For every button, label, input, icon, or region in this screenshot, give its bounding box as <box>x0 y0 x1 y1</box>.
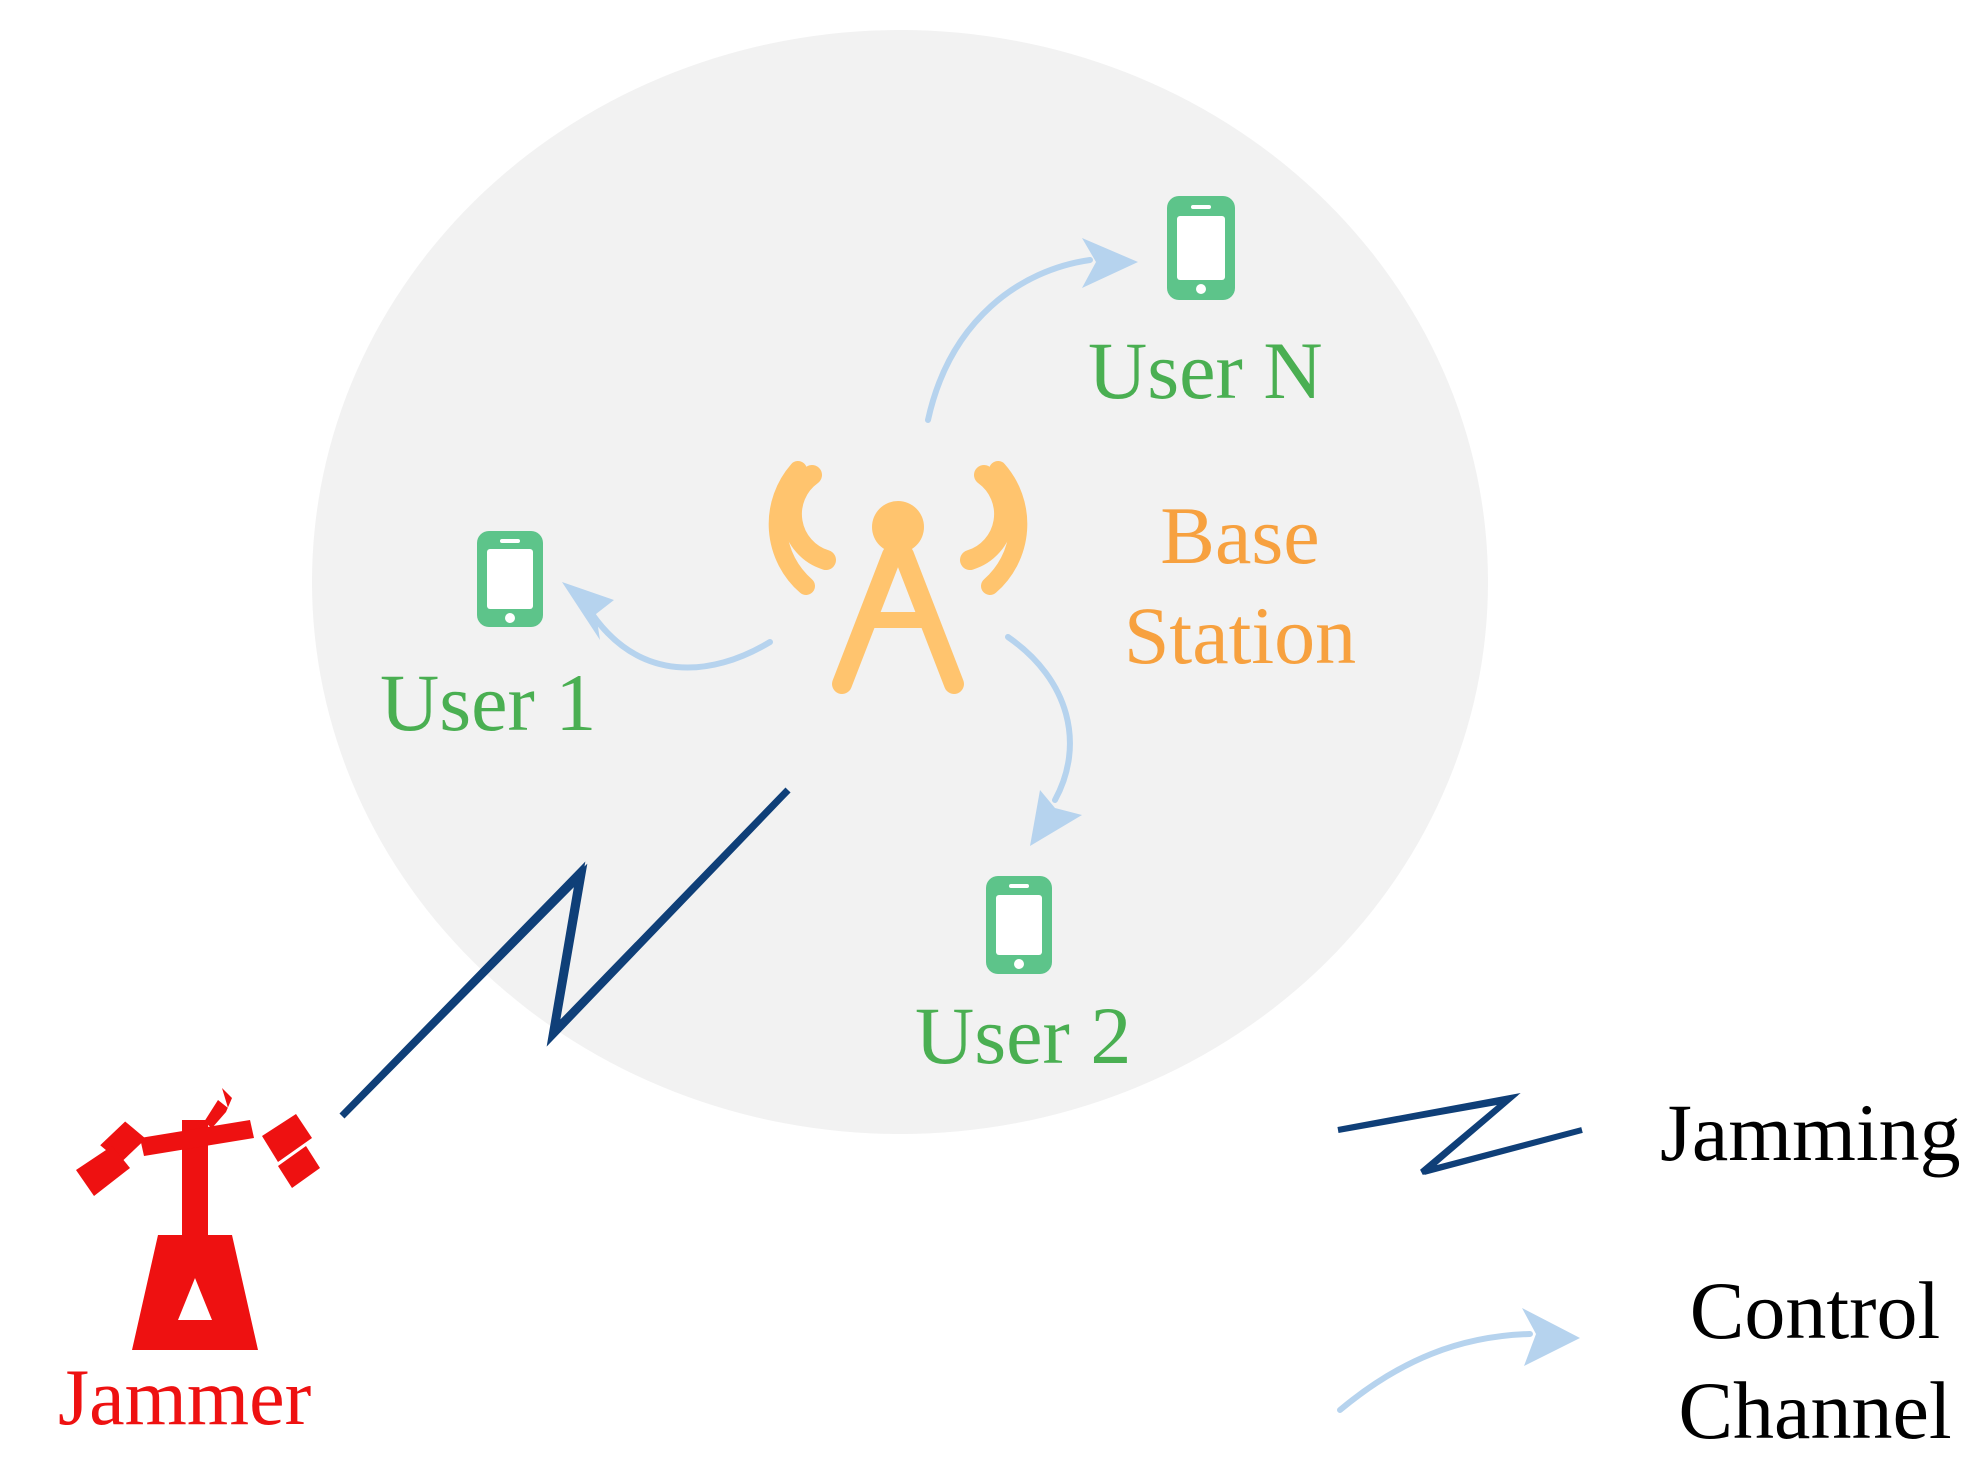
curved-arrow-icon <box>1337 1331 1533 1413</box>
control-channel-arrows <box>589 257 1093 803</box>
user-1-label: User 1 <box>380 657 597 748</box>
arrowhead-user-2 <box>1030 790 1082 846</box>
control-arrow-to-user-n <box>925 257 1093 423</box>
cell-tower-icon <box>768 461 1028 694</box>
legend-control-label-line1: Control <box>1689 1265 1941 1356</box>
user-2-label: User 2 <box>915 990 1132 1081</box>
jammer-antenna-icon <box>76 1088 320 1350</box>
arrowhead-user-n <box>1082 238 1138 288</box>
lightning-bolt-icon <box>1337 1092 1583 1175</box>
control-arrow-to-user-2 <box>1005 634 1073 803</box>
control-arrow-to-user-1 <box>589 611 773 671</box>
base-station-label-line2: Station <box>1123 590 1357 681</box>
control-arrowheads <box>562 238 1138 846</box>
smartphone-icon <box>477 531 543 627</box>
user-n-label: User N <box>1088 325 1323 416</box>
arrowhead-user-1 <box>562 582 614 640</box>
smartphone-icon <box>986 876 1052 974</box>
curved-arrow-head <box>1522 1308 1580 1366</box>
base-station-label-line1: Base <box>1160 490 1320 581</box>
smartphone-icon <box>1167 196 1235 300</box>
jamming-bolt <box>339 787 791 1119</box>
jammer-label: Jammer <box>58 1354 312 1442</box>
legend-control-label-line2: Channel <box>1678 1365 1952 1456</box>
cell-coverage-area <box>312 30 1488 1134</box>
legend-jamming-label: Jamming <box>1660 1087 1961 1178</box>
